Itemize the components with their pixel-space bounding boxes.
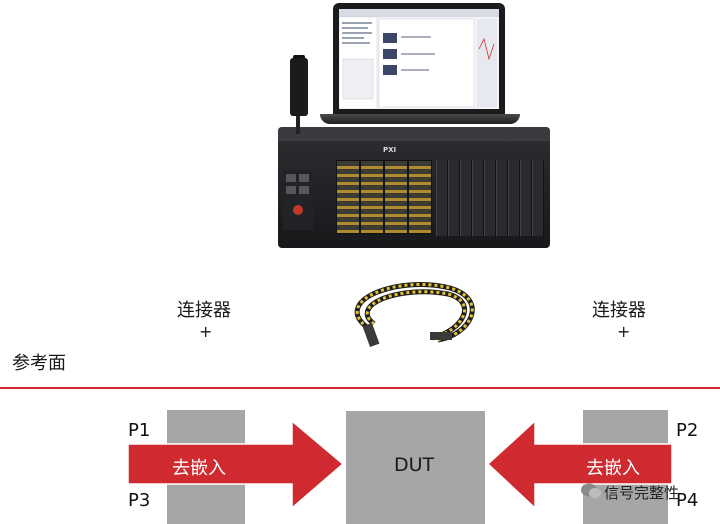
- port-p1: P1: [128, 420, 151, 441]
- wechat-icon: [580, 482, 602, 500]
- dut-label: DUT: [394, 454, 435, 476]
- port-p2: P2: [676, 420, 699, 441]
- chassis-slot: [496, 160, 508, 236]
- port-p4: P4: [676, 490, 699, 511]
- connector-label-right: 连接器: [592, 300, 646, 321]
- connector-label-left: 连接器: [177, 300, 231, 321]
- plus-sign-left: +: [199, 322, 213, 341]
- vna-module: [408, 160, 432, 234]
- test-cable: [340, 280, 480, 360]
- plus-sign-right: +: [617, 322, 631, 341]
- watermark-right-text: 信号完整性: [604, 484, 680, 502]
- chassis-slot: [460, 160, 472, 236]
- chassis-slot: [508, 160, 520, 236]
- laptop-software-window: [339, 9, 499, 109]
- laptop-display: [339, 9, 499, 109]
- reference-plane-label: 参考面: [12, 353, 66, 374]
- chassis-slot: [532, 160, 544, 236]
- chassis-slot: [448, 160, 460, 236]
- port-p3: P3: [128, 490, 151, 511]
- chassis-slot: [436, 160, 448, 236]
- deembed-arrow-right: [486, 419, 673, 510]
- deembed-arrows: [127, 419, 673, 510]
- deembed-label-right: 去嵌入: [586, 458, 640, 479]
- dut-block: [346, 411, 485, 524]
- deembed-label-left: 去嵌入: [172, 458, 226, 479]
- pxi-chassis-top-panel: [278, 127, 550, 141]
- deembed-arrow-left: [127, 419, 345, 510]
- usb-probe: [290, 58, 308, 116]
- chassis-io-panel: [283, 170, 313, 230]
- reference-plane-line: [0, 387, 720, 389]
- watermark-left-text: 大数暗理: [22, 507, 75, 522]
- watermark-left-icon: [4, 503, 20, 519]
- chassis-slot: [484, 160, 496, 236]
- chassis-slot: [472, 160, 484, 236]
- vna-module: [360, 160, 384, 234]
- laptop-base: [320, 114, 520, 124]
- chassis-slot: [520, 160, 532, 236]
- vna-module: [384, 160, 408, 234]
- pxi-chassis-label: PXI: [383, 146, 397, 154]
- probe-cable: [296, 116, 300, 134]
- vna-module: [336, 160, 360, 234]
